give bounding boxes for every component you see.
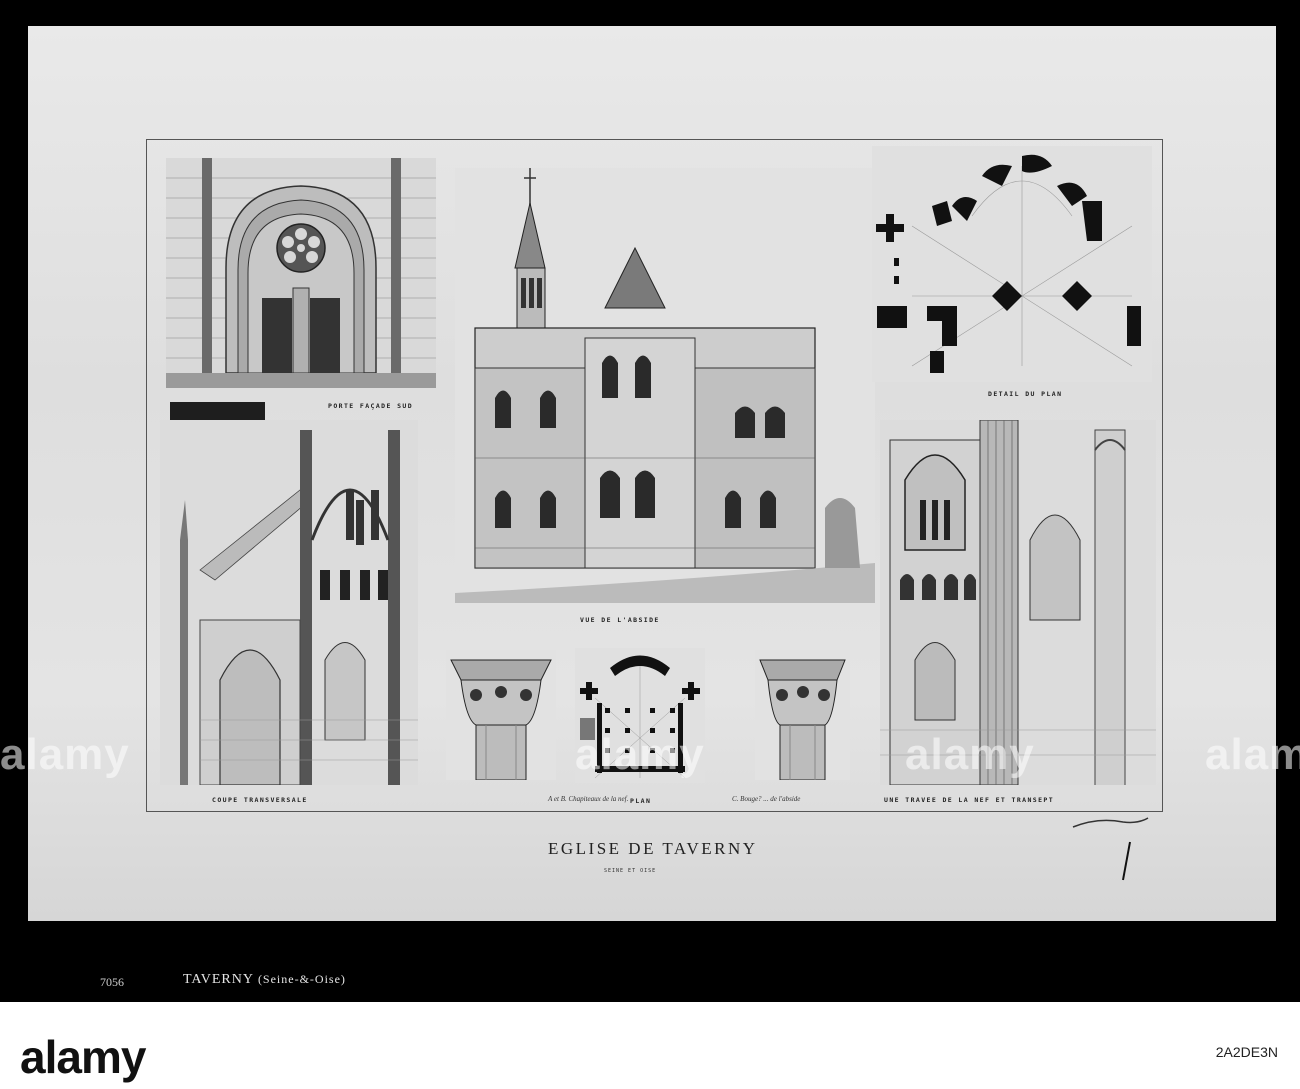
label-capital-note: C. Bouge? ... de l'abside [732,795,801,803]
sheet-subtitle: SEINE ET OISE [604,868,657,874]
stock-image-id: 2A2DE3N [1215,1044,1278,1060]
label-apse: VUE DE L'ABSIDE [580,616,660,624]
watermark-left: alamy [0,730,130,779]
bay-drawing [880,420,1156,785]
signature [1072,817,1149,881]
label-plan-detail: DETAIL DU PLAN [988,390,1063,398]
cross-section-drawing [160,420,418,785]
label-portal: PORTE FAÇADE SUD [328,402,414,410]
watermark-edge: alamy [1205,730,1300,779]
label-plan: PLAN [630,797,652,805]
capital-a-drawing [446,650,556,780]
apse-view-drawing [455,168,875,603]
stock-logo[interactable]: alamy [20,1031,146,1083]
caption-region: (Seine-&-Oise) [257,972,346,986]
portal-drawing [166,158,436,388]
watermark-right: alamy [905,730,1035,779]
drawing-frame [146,139,1163,812]
plan-detail-drawing [872,146,1152,382]
church-plan-drawing [575,648,705,783]
stock-footer [0,1002,1300,1089]
label-section: COUPE TRANSVERSALE [212,796,308,804]
caption-place: TAVERNY [183,972,254,987]
plate-number: 7056 [100,975,124,989]
sheet-title: EGLISE DE TAVERNY [548,839,758,858]
capital-c-drawing [755,650,850,780]
label-capitals: A et B. Chapiteaux de la nef. [548,795,629,803]
plate-caption: TAVERNY (Seine-&-Oise) [183,972,346,988]
watermark-center: alamy [575,730,705,779]
photograph: PORTE FAÇADE SUD [0,0,1300,1002]
label-bay: UNE TRAVEE DE LA NEF ET TRANSEPT [884,796,1055,804]
